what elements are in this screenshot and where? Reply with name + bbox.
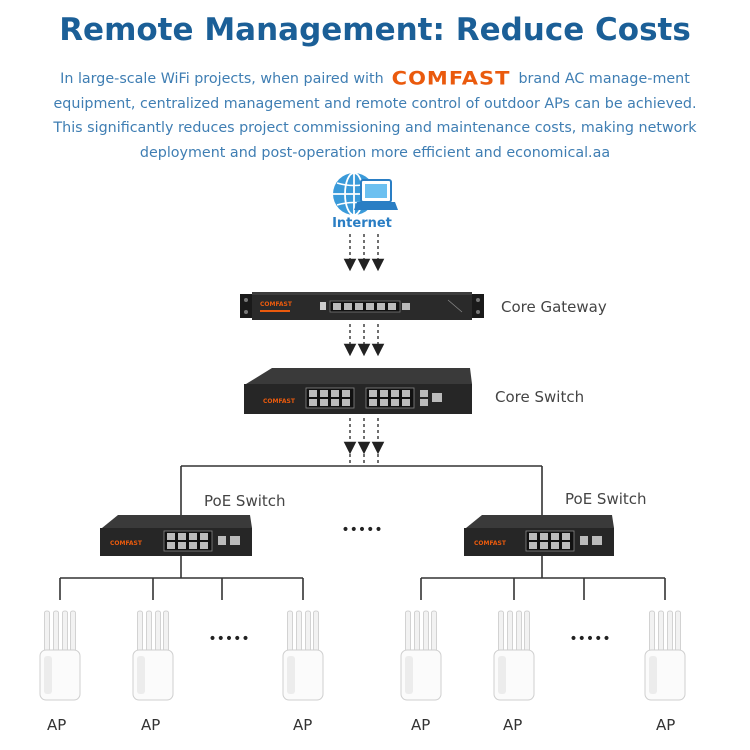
poe-switch-right-label: PoE Switch <box>565 490 647 508</box>
poe-left-brand-label: COMFAST <box>110 540 143 547</box>
ap-body-shade <box>137 656 145 694</box>
ap-tree-lines <box>59 556 666 600</box>
ap-label-3: AP <box>293 716 313 734</box>
poe-right-brand-label: COMFAST <box>474 540 507 547</box>
access-point-device <box>39 610 81 701</box>
ap-ellipsis-left: ••••• <box>208 631 249 647</box>
ap-body-shade <box>405 656 413 694</box>
access-point-device <box>282 610 324 701</box>
poe-switch-left-device: COMFAST <box>100 515 252 556</box>
core-gateway-device: COMFAST <box>240 292 484 320</box>
ap-label-5: AP <box>503 716 523 734</box>
ap-body-shade <box>44 656 52 694</box>
core-switch-device: COMFAST <box>244 368 472 414</box>
poe-switch-right-device: COMFAST <box>464 515 614 556</box>
ap-body-shade <box>649 656 657 694</box>
intro-text-prefix: In large-scale WiFi projects, when paire… <box>60 71 384 87</box>
switch-ellipsis: ••••• <box>341 522 382 538</box>
ap-label-4: AP <box>411 716 431 734</box>
gateway-brand-label: COMFAST <box>260 301 293 308</box>
ap-label-6: AP <box>656 716 676 734</box>
access-point-device <box>493 610 535 701</box>
poe-switch-left-label: PoE Switch <box>204 492 286 510</box>
core-switch-label: Core Switch <box>495 388 584 406</box>
intro-text-suffix: brand AC manage-ment equipment, centrali… <box>53 71 697 161</box>
ap-body-shade <box>498 656 506 694</box>
brand-logo: COMFAST <box>391 67 511 89</box>
ap-body-shade <box>287 656 295 694</box>
internet-label: Internet <box>332 216 392 231</box>
access-point-device <box>132 610 174 701</box>
ap-ellipsis-right: ••••• <box>569 631 610 647</box>
access-point-device <box>400 610 442 701</box>
internet-icon <box>333 172 398 216</box>
core-switch-brand-label: COMFAST <box>263 398 296 405</box>
intro-paragraph: In large-scale WiFi projects, when paire… <box>40 66 710 165</box>
internet-to-gateway-links <box>343 234 385 272</box>
distribution-lines <box>180 465 543 520</box>
core-gateway-label: Core Gateway <box>501 298 607 316</box>
page-title: Remote Management: Reduce Costs <box>59 12 691 48</box>
ap-label-2: AP <box>141 716 161 734</box>
ap-label-1: AP <box>47 716 67 734</box>
access-point-device <box>644 610 686 701</box>
access-points <box>39 610 686 701</box>
switch-to-distribution-links <box>343 418 385 466</box>
gateway-to-switch-links <box>343 324 385 357</box>
